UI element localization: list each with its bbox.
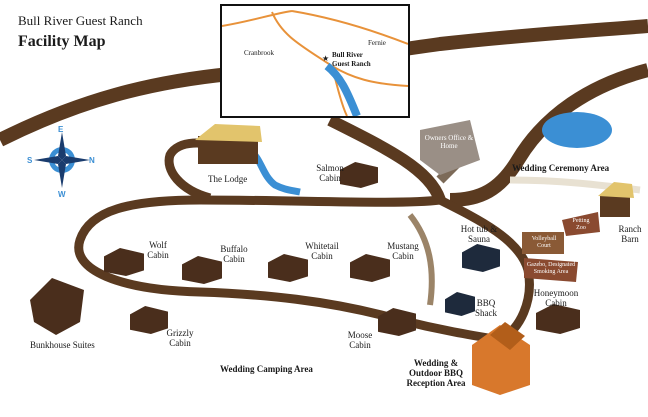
label-reception-area: Wedding & Outdoor BBQ Reception Area <box>406 358 466 388</box>
reception-building-icon <box>472 322 530 395</box>
inset-artwork <box>222 10 408 116</box>
entrance-road <box>449 63 648 207</box>
label-hottub: Hot tub & Sauna <box>460 224 498 244</box>
label-bunkhouse: Bunkhouse Suites <box>30 340 95 350</box>
gazebo-sign <box>524 258 578 282</box>
label-petting-zoo: Petting Zoo <box>572 218 590 231</box>
inset-cranbrook: Cranbrook <box>244 49 274 57</box>
inset-ranch-line2: Guest Ranch <box>332 60 371 68</box>
label-wolf-cabin: Wolf Cabin <box>147 240 169 260</box>
inset-map: Cranbrook Fernie Bull River Guest Ranch … <box>220 4 410 118</box>
label-lodge: The Lodge <box>208 174 248 184</box>
label-bbq-shack: BBQ Shack <box>475 298 497 318</box>
label-camping-area: Wedding Camping Area <box>220 364 313 374</box>
label-salmon-cabin: Salmon Cabin <box>316 163 344 183</box>
stream <box>247 147 301 196</box>
label-honeymoon: Honeymoon Cabin <box>533 288 579 308</box>
map-title-line1: Bull River Guest Ranch <box>18 13 143 28</box>
compass-n: N <box>89 156 95 165</box>
ceremony-pond <box>542 112 612 148</box>
label-grizzly: Grizzly Cabin <box>166 328 194 348</box>
label-whitetail-cabin: Whitetail Cabin <box>305 241 339 261</box>
inset-ranch-line1: Bull River <box>332 51 363 59</box>
map-title-line2: Facility Map <box>18 33 106 50</box>
label-buffalo-cabin: Buffalo Cabin <box>220 244 248 264</box>
label-gazebo: Gazebo, Designated Smoking Area <box>526 262 576 275</box>
lodge-building-icon <box>195 124 262 164</box>
compass-s: S <box>27 156 33 165</box>
ranch-star-icon: ★ <box>322 54 330 63</box>
north-road <box>327 114 446 203</box>
label-moose: Moose Cabin <box>347 330 373 350</box>
petting-zoo-sign <box>562 212 600 236</box>
volleyball-sign <box>522 232 564 254</box>
compass-w: W <box>58 190 66 199</box>
mustang-road <box>407 213 435 306</box>
compass-icon <box>34 132 90 188</box>
label-owners: Owners Office & Home <box>424 134 474 150</box>
label-volleyball: Volleyball Court <box>531 236 557 249</box>
label-ranch-barn: Ranch Barn <box>618 224 642 244</box>
bunkhouse-icon <box>30 278 84 335</box>
ranch-barn-icon <box>598 182 634 217</box>
inset-fernie: Fernie <box>368 39 386 47</box>
label-ceremony: Wedding Ceremony Area <box>512 163 610 173</box>
owners-sign <box>420 120 480 175</box>
label-mustang-cabin: Mustang Cabin <box>387 241 419 261</box>
compass-e: E <box>58 125 64 134</box>
